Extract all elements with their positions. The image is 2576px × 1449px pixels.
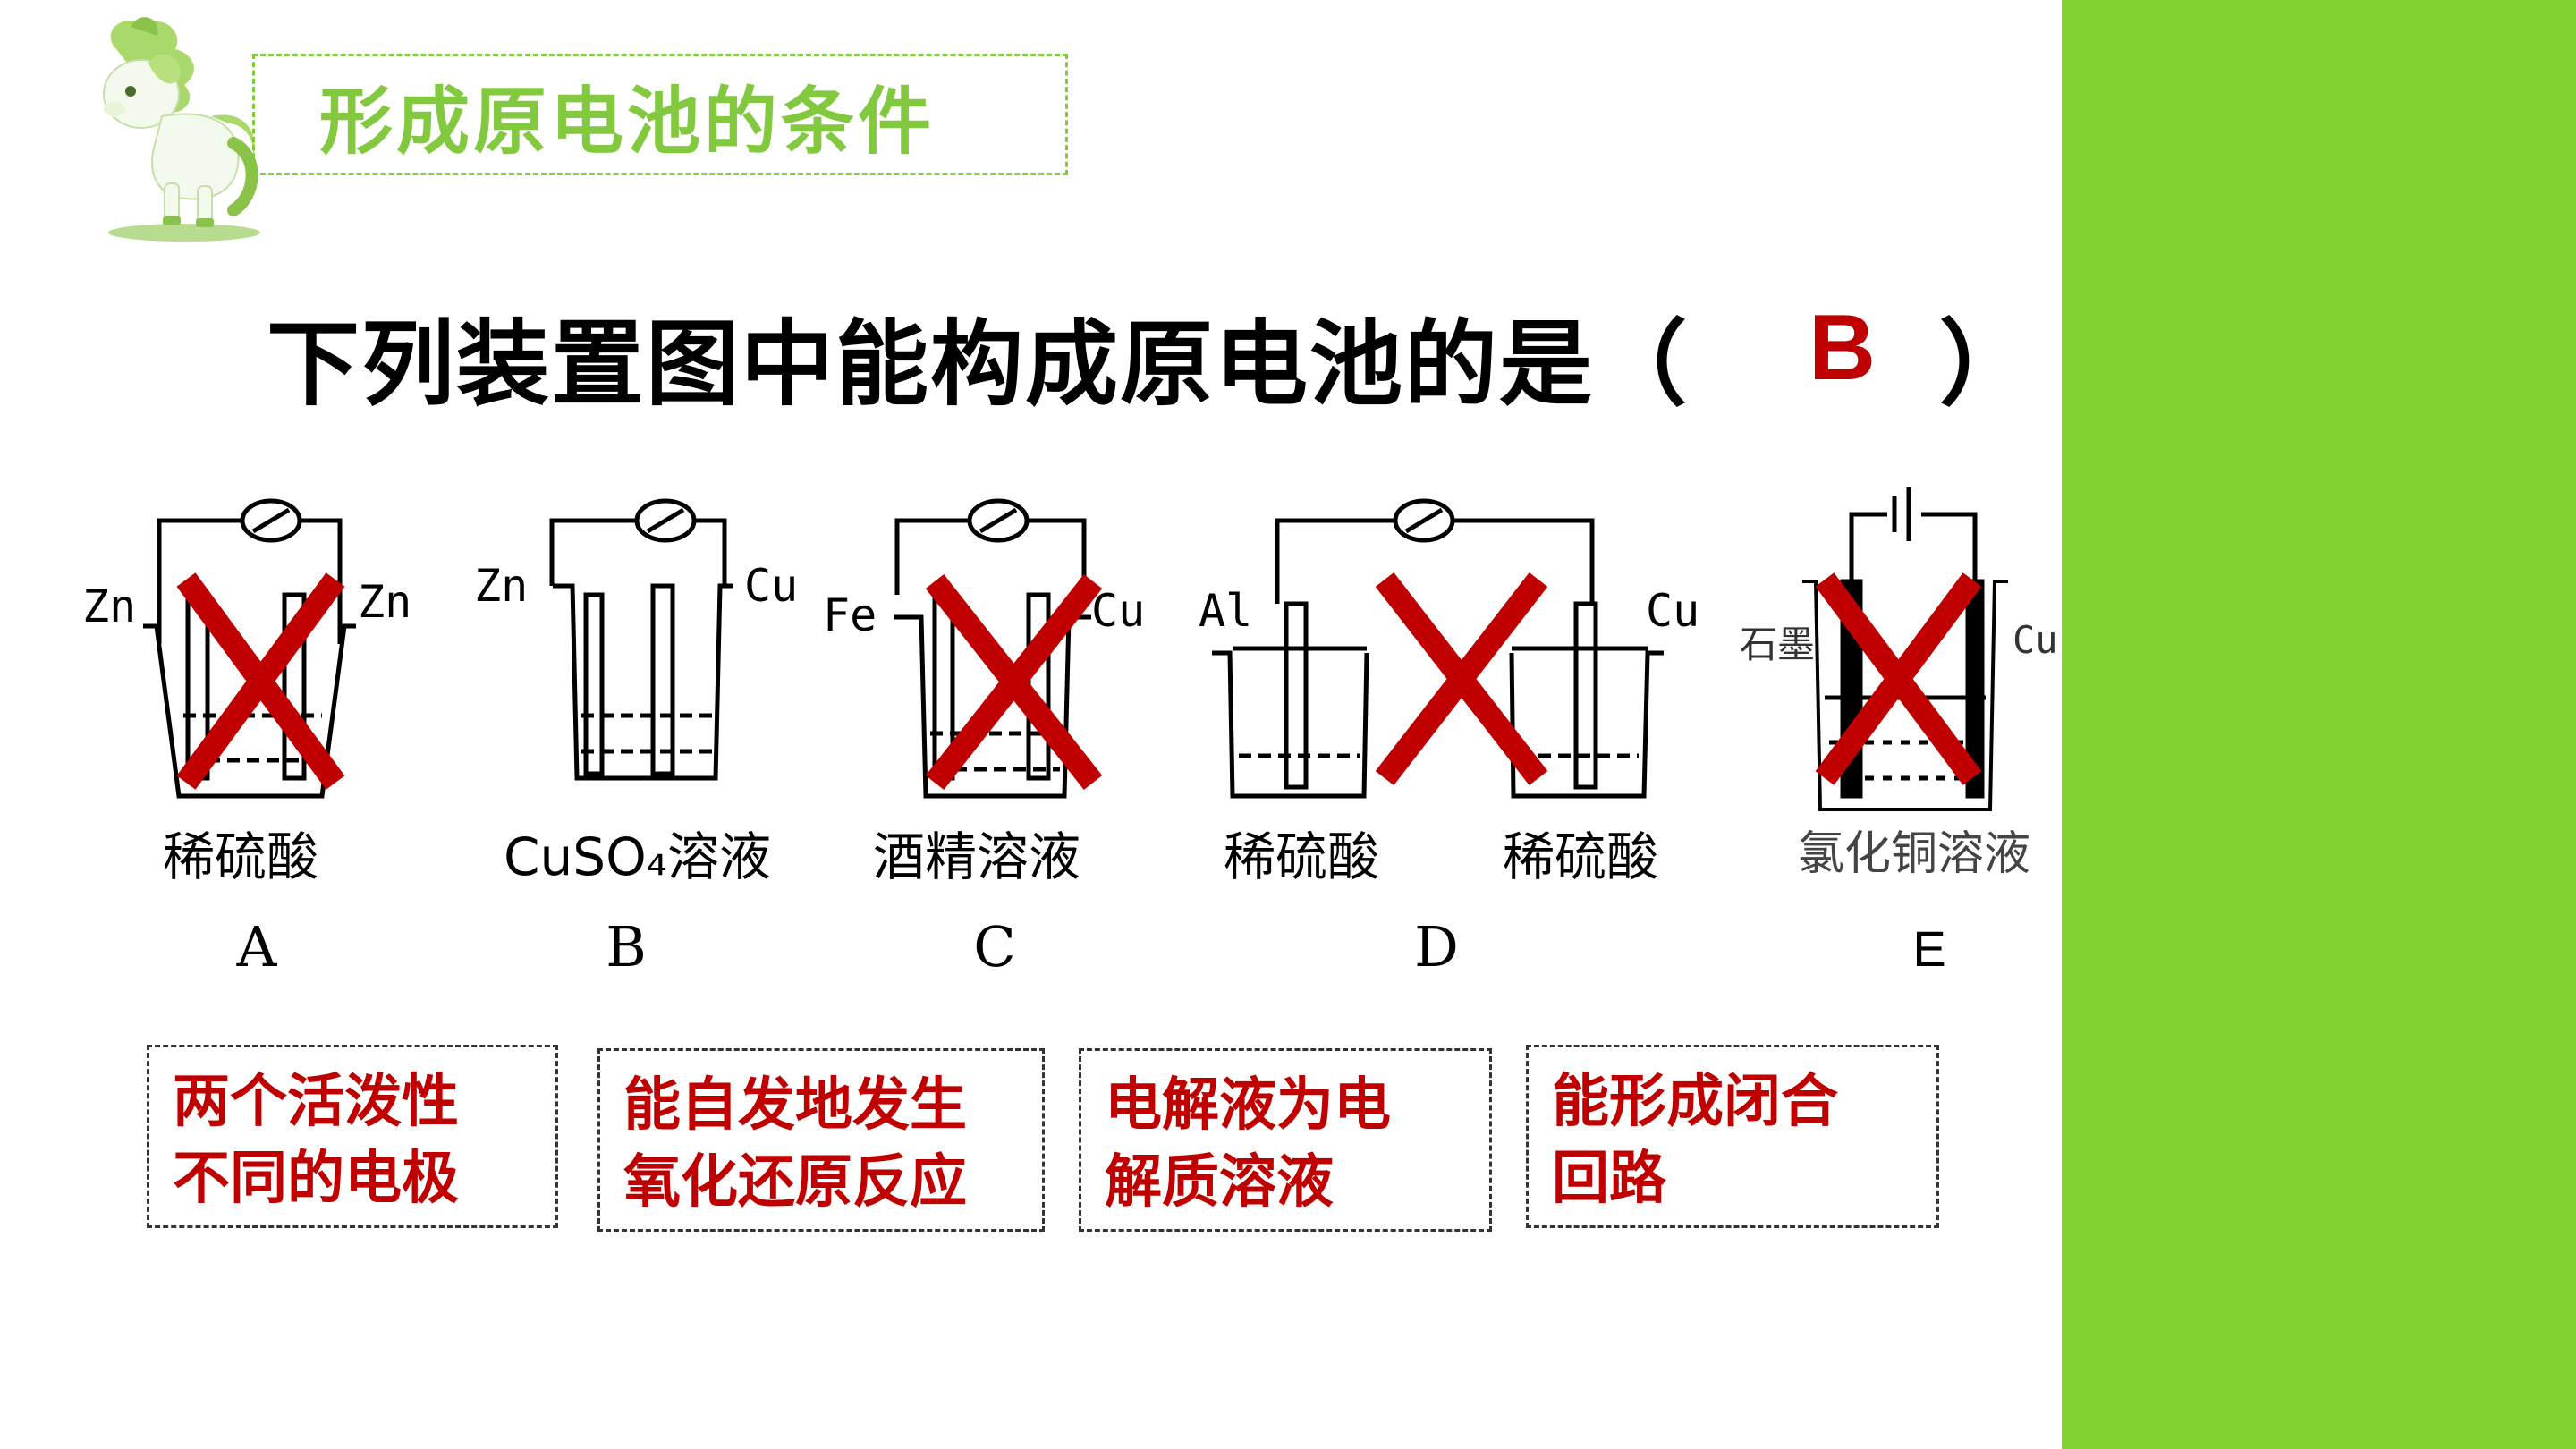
solution-label-d-right: 稀硫酸 [1503,826,1658,887]
side-green-bar [2062,0,2576,1449]
cross-mark-c-icon [925,573,1103,791]
pony-mascot-icon [103,17,260,242]
question-text: 下列装置图中能构成原电池的是（ [267,309,1690,419]
apparatus-letter-e: E [1912,920,1945,977]
cross-mark-d-icon [1375,572,1548,785]
question-close-paren: ） [1939,309,2033,419]
solution-label-e: 氯化铜溶液 [1798,827,2030,881]
apparatus-diagrams: Zn Zn Zn Cu Fe Cu Al Cu 石墨 Cu 稀硫酸 CuSO₄溶… [82,487,2057,979]
answer-letter: B [1809,296,1877,400]
cross-mark-e-icon [1815,572,1982,785]
electrode-label-b-right: Cu [744,560,798,612]
apparatus-d [1212,498,1664,799]
condition-2-line2: 氧化还原反应 [623,1149,967,1216]
electrode-label-a-right: Zn [358,576,411,628]
condition-box-electrodes: 两个活泼性 不同的电极 [147,1045,558,1228]
electrode-label-c-right: Cu [1091,585,1145,637]
condition-2-line1: 能自发地发生 [623,1072,967,1139]
slide-title-box: 形成原电池的条件 [252,54,1068,175]
apparatus-b [549,498,733,781]
condition-3-line2: 解质溶液 [1105,1149,1334,1216]
cross-mark-a-icon [176,572,345,790]
condition-box-electrolyte: 电解液为电 解质溶液 [1079,1048,1492,1232]
condition-1-line2: 不同的电极 [173,1146,459,1212]
electrode-label-e-left: 石墨 [1740,623,1815,666]
apparatus-letter-b: B [606,914,647,979]
solution-label-d-left: 稀硫酸 [1224,826,1379,887]
electrode-label-c-left: Fe [823,589,877,641]
condition-4-line1: 能形成闭合 [1552,1069,1838,1135]
solution-label-b: CuSO₄溶液 [504,826,771,887]
electrode-label-d-left: Al [1199,585,1252,637]
apparatus-letter-d: D [1414,914,1459,979]
slide-title: 形成原电池的条件 [319,79,936,165]
electrode-label-a-left: Zn [82,580,136,632]
apparatus-letter-a: A [236,914,278,979]
electrode-label-d-right: Cu [1646,585,1699,637]
apparatus-letter-c: C [973,914,1015,979]
electrode-label-b-left: Zn [474,560,528,612]
condition-3-line1: 电解液为电 [1105,1072,1391,1139]
solution-label-c: 酒精溶液 [873,826,1080,887]
condition-box-redox: 能自发地发生 氧化还原反应 [597,1048,1045,1232]
condition-1-line1: 两个活泼性 [173,1069,459,1135]
condition-box-closed-circuit: 能形成闭合 回路 [1526,1045,1939,1228]
condition-4-line2: 回路 [1552,1146,1666,1212]
electrode-label-e-right: Cu [2012,618,2057,662]
solution-label-a: 稀硫酸 [163,826,318,887]
